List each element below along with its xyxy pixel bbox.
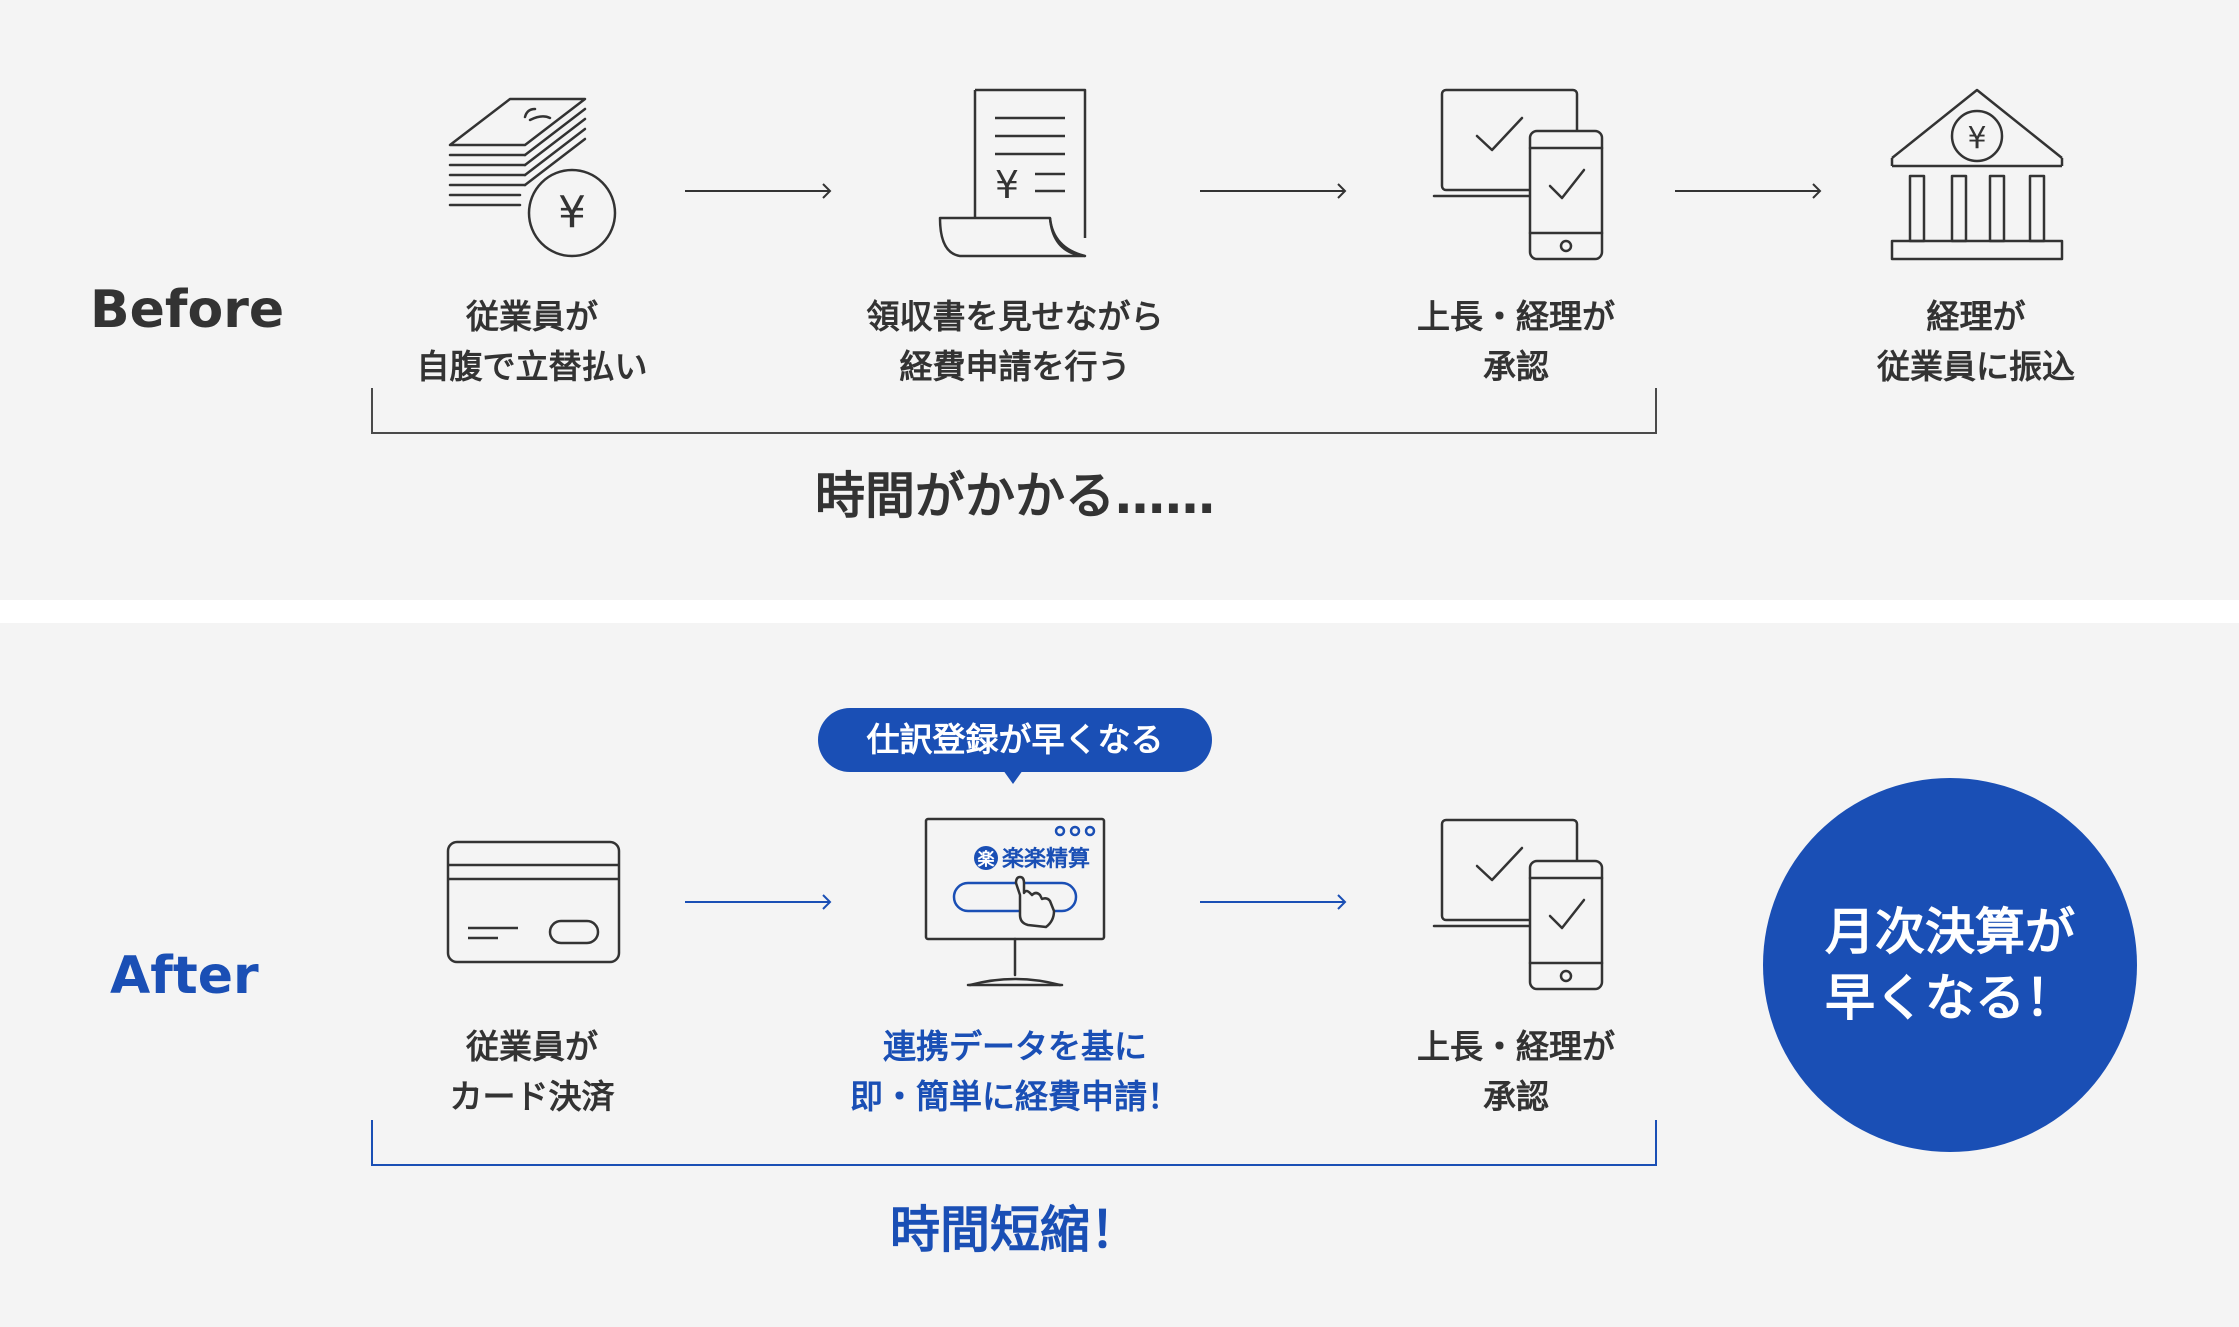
arrow-right-icon [1200, 183, 1347, 199]
arrow-right-blue-icon [685, 894, 832, 910]
after-step-2-label: 連携データを基に即・簡単に経費申請！ [850, 1027, 1180, 1116]
yen-symbol: ¥ [1967, 121, 1986, 156]
receipt-icon: ¥ [938, 88, 1087, 258]
before-step-2-label: 領収書を見せながら経費申請を行う [866, 297, 1164, 386]
before-label: Before [90, 280, 285, 340]
monitor-app-icon: 楽 楽楽精算 [924, 817, 1106, 987]
yen-symbol: ¥ [558, 187, 586, 238]
result-line-2: 早くなる！ [1825, 969, 2075, 1027]
app-name: 楽楽精算 [1002, 846, 1090, 872]
before-step-1-label: 従業員が自腹で立替払い [416, 297, 648, 386]
after-bracket [371, 1120, 1657, 1166]
before-bracket [371, 388, 1657, 434]
result-line-1: 月次決算が [1825, 903, 2075, 961]
approval-devices-icon [1432, 818, 1604, 991]
after-summary: 時間短縮！ [890, 1201, 1140, 1259]
credit-card-icon [446, 840, 621, 964]
after-step-3-label: 上長・経理が承認 [1417, 1027, 1615, 1116]
arrow-right-icon [685, 183, 832, 199]
bubble-tail [1003, 770, 1023, 784]
after-label: After [110, 946, 259, 1006]
approval-devices-icon [1432, 88, 1604, 261]
arrow-right-blue-icon [1200, 894, 1347, 910]
before-summary: 時間がかかる…… [815, 467, 1215, 525]
before-panel [0, 0, 2239, 600]
bank-yen-icon: ¥ [1890, 88, 2064, 261]
before-step-4-label: 経理が従業員に振込 [1877, 297, 2075, 386]
before-step-3-label: 上長・経理が承認 [1417, 297, 1615, 386]
after-step-1-label: 従業員がカード決済 [449, 1027, 615, 1116]
result-circle: 月次決算が 早くなる！ [1763, 778, 2137, 1152]
yen-symbol: ¥ [995, 163, 1019, 207]
speed-bubble: 仕訳登録が早くなる [818, 708, 1212, 772]
app-logo-char: 楽 [978, 849, 996, 870]
arrow-right-icon [1675, 183, 1822, 199]
cash-yen-icon: ¥ [448, 97, 617, 258]
